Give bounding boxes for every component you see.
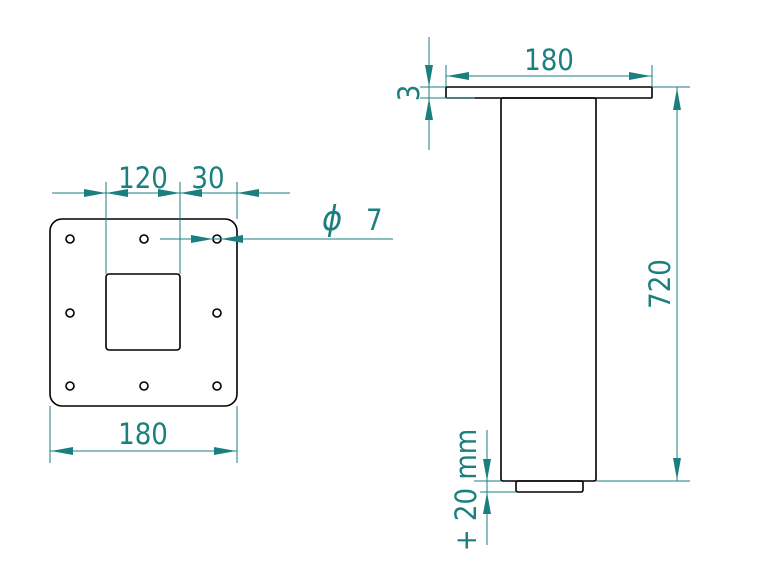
top-plate [445, 86, 653, 99]
adjustable-foot [515, 480, 584, 493]
dim-20mm-label: + 20 mm [449, 429, 483, 551]
mounting-holes [65, 234, 222, 391]
top-view: 120 30 ϕ 7 180 [49, 161, 393, 463]
dimension-3: 3 [392, 37, 475, 150]
dim-30-label: 30 [191, 161, 224, 195]
hole [139, 234, 149, 244]
hole [65, 234, 75, 244]
hole [65, 381, 75, 391]
base-plate [49, 218, 238, 407]
hole [139, 381, 149, 391]
dim-3-label: 3 [392, 85, 426, 102]
dim-180-label: 180 [118, 417, 168, 451]
diameter-symbol: ϕ [322, 199, 342, 239]
hole [212, 308, 222, 318]
side-view: 180 3 720 + 20 mm [392, 37, 690, 551]
dim-180-top-label: 180 [524, 43, 574, 77]
dimension-180-bottom: 180 [49, 406, 238, 463]
dim-7-label: 7 [366, 203, 383, 237]
hole [212, 381, 222, 391]
dim-720-label: 720 [643, 259, 677, 309]
dimension-20mm: + 20 mm [449, 429, 516, 551]
leg-tube [500, 97, 597, 482]
hole [65, 308, 75, 318]
dim-120-label: 120 [118, 161, 168, 195]
center-square [105, 273, 181, 351]
dimension-120-30: 120 30 [52, 161, 290, 274]
dimension-hole-diameter: ϕ 7 [160, 199, 393, 243]
dimension-180-top: 180 [445, 43, 653, 87]
dimension-720: 720 [596, 86, 690, 482]
